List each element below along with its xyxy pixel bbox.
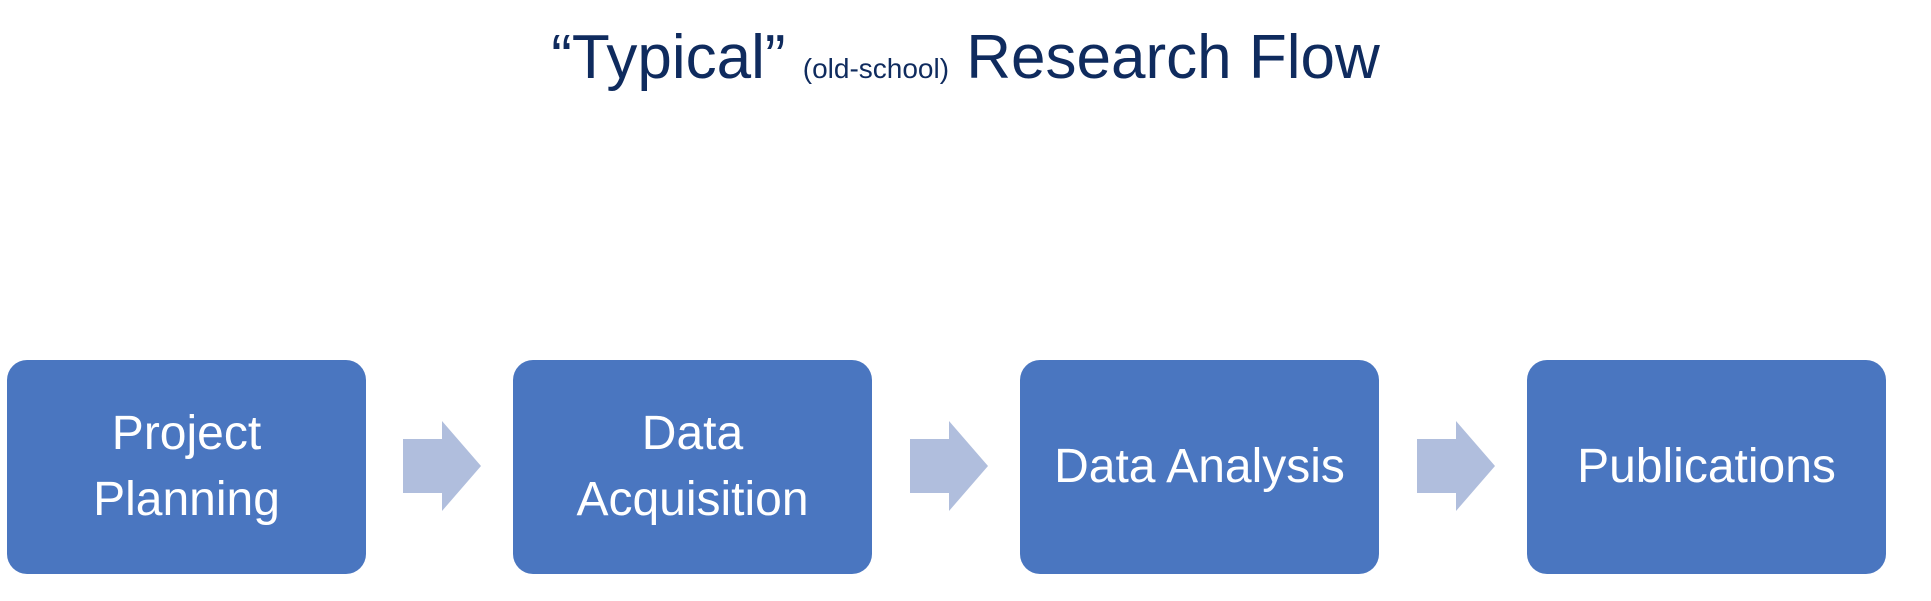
title-qualifier: (old-school) xyxy=(802,53,950,84)
step-label: Data Analysis xyxy=(1054,440,1345,493)
step-label: Publications xyxy=(1577,440,1836,493)
title-research-flow: Research Flow xyxy=(966,23,1380,92)
title-typical: “Typical” xyxy=(551,23,786,92)
step-data-analysis: Data Analysis xyxy=(1020,360,1379,574)
arrow-right-icon xyxy=(1417,421,1495,511)
step-data-acquisition: Data Acquisition xyxy=(513,360,872,574)
arrow-right-icon xyxy=(910,421,988,511)
arrow-right-icon xyxy=(403,421,481,511)
step-label: Project Planning xyxy=(93,407,280,526)
diagram-title: “Typical” (old-school) Research Flow xyxy=(0,22,1931,93)
step-project-planning: Project Planning xyxy=(7,360,366,574)
step-label: Data Acquisition xyxy=(576,407,809,526)
step-publications: Publications xyxy=(1527,360,1886,574)
